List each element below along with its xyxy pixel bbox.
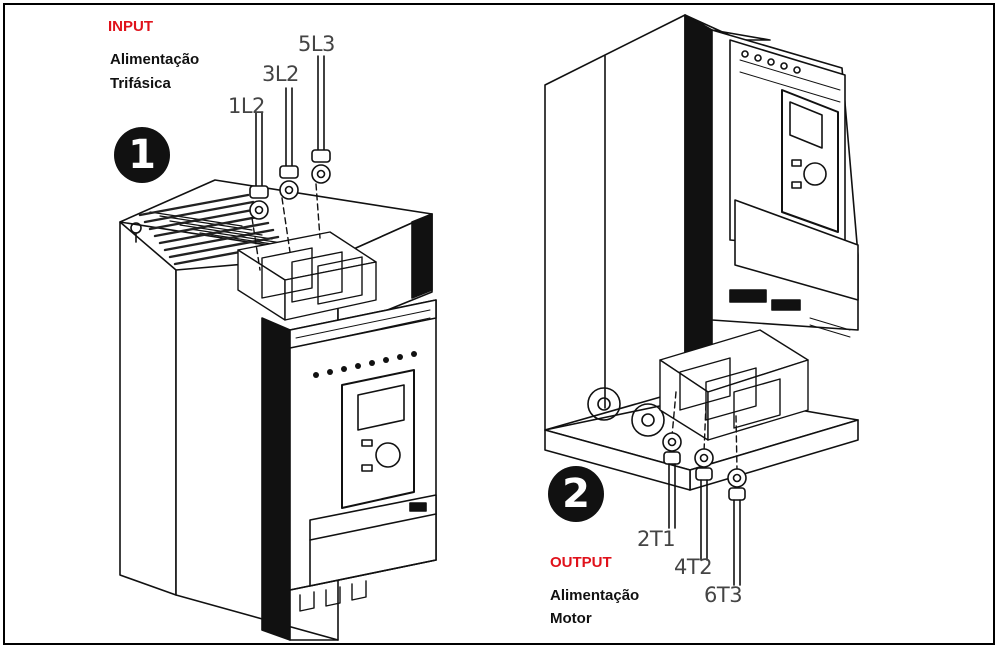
step-2-badge: 2 — [548, 466, 604, 522]
soft-starter-unit-output — [544, 14, 859, 491]
input-title: INPUT — [108, 18, 153, 35]
terminal-label-5L3: 5L3 — [298, 32, 335, 56]
output-cables — [662, 432, 747, 586]
terminal-label-4T2: 4T2 — [674, 555, 713, 579]
output-title: OUTPUT — [550, 554, 612, 571]
terminal-label-3L2: 3L2 — [262, 62, 299, 86]
terminal-label-1L2: 1L2 — [228, 94, 265, 118]
output-line-2: Motor — [550, 610, 592, 627]
soft-starter-unit-input — [119, 179, 437, 641]
output-line-1: Alimentação — [550, 587, 640, 604]
terminal-label-6T3: 6T3 — [704, 583, 743, 607]
input-line-2: Trifásica — [110, 75, 171, 92]
step-1-badge: 1 — [114, 127, 170, 183]
input-line-1: Alimentação — [110, 51, 200, 68]
terminal-label-2T1: 2T1 — [637, 527, 676, 551]
input-cables — [249, 55, 331, 220]
